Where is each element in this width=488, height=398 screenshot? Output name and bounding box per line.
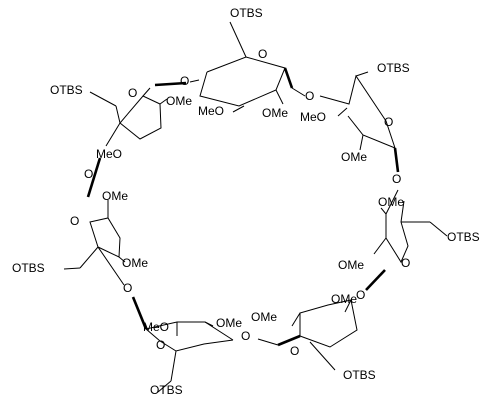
otbs-label: OTBS	[150, 383, 183, 397]
ring-oxygen-label: O	[156, 338, 165, 352]
glycosidic-oxygen-label: O	[356, 288, 365, 302]
ring-oxygen-label: O	[70, 214, 79, 228]
unit-2-ring	[319, 74, 396, 149]
unit-4-ring	[299, 299, 358, 348]
unit-7-ring	[105, 95, 162, 147]
ome-label: OMe	[378, 195, 404, 209]
otbs-label: OTBS	[12, 261, 45, 275]
meo-label: MeO	[96, 147, 122, 161]
otbs-label: OTBS	[447, 230, 480, 244]
ring-oxygen-label: O	[401, 256, 410, 270]
glycosidic-oxygen-label: O	[123, 281, 132, 295]
ome-label: OMe	[102, 189, 128, 203]
meo-label: MeO	[300, 110, 326, 124]
glycosidic-oxygen-label: O	[180, 74, 189, 88]
unit-1-ring	[199, 56, 286, 107]
otbs-label: OTBS	[50, 83, 83, 97]
ome-label: OMe	[251, 310, 277, 324]
ome-label: OMe	[262, 106, 288, 120]
atom-labels: OTBS O O MeO OMe O OTBS MeO O OMe O OMe …	[12, 6, 480, 397]
otbs-label: OTBS	[343, 368, 376, 382]
bond-lines	[63, 21, 448, 393]
unit-6-ring	[89, 217, 125, 286]
ome-label: OMe	[122, 256, 148, 270]
glycosidic-oxygen-label: O	[241, 329, 250, 343]
otbs-label: OTBS	[230, 6, 263, 20]
meo-label: MeO	[143, 320, 169, 334]
glycosidic-oxygen-label: O	[84, 167, 93, 181]
ring-oxygen-label: O	[290, 344, 299, 358]
ome-label: OMe	[166, 94, 192, 108]
ome-label: OMe	[338, 258, 364, 272]
unit-5-ring	[144, 321, 234, 352]
glycosidic-oxygen-label: O	[305, 89, 314, 103]
glycosidic-oxygen-label: O	[392, 172, 401, 186]
meo-label: MeO	[198, 104, 224, 118]
ome-label: OMe	[331, 292, 357, 306]
ome-label: OMe	[216, 316, 242, 330]
ring-oxygen-label: O	[384, 115, 393, 129]
ring-oxygen-label: O	[258, 47, 267, 61]
ring-oxygen-label: O	[128, 86, 137, 100]
otbs-label: OTBS	[377, 61, 410, 75]
ome-label: OMe	[341, 150, 367, 164]
